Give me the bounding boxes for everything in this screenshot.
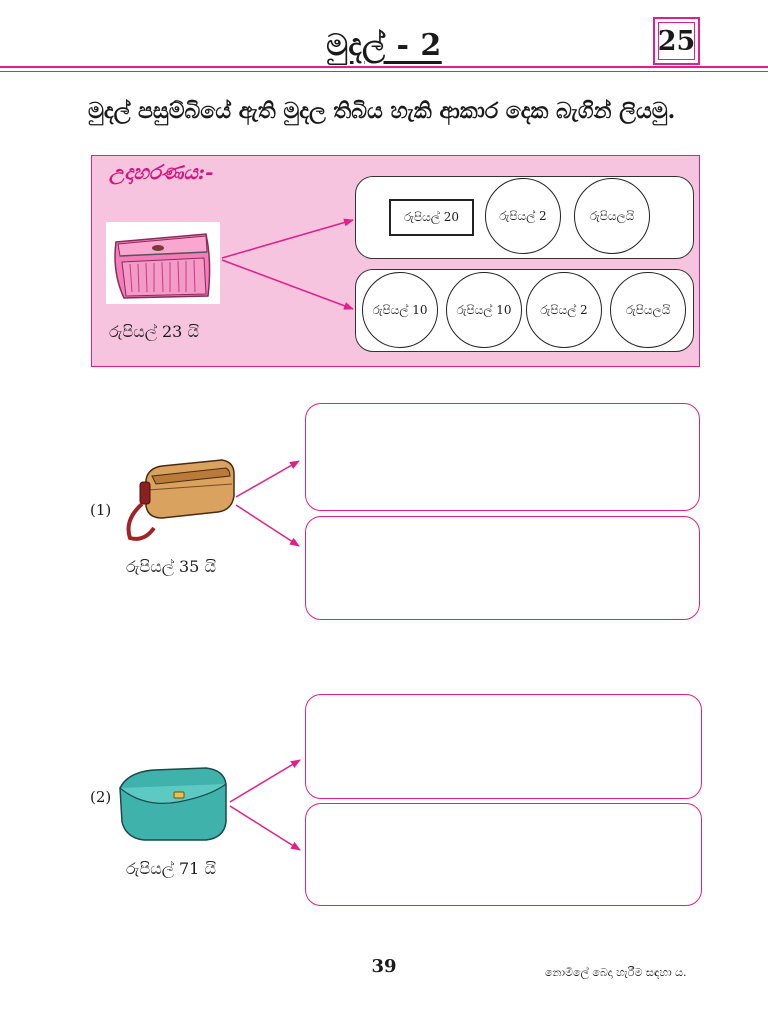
instruction-text: මුදල් පසුම්බියේ ඇති මුදල තිබිය හැකි ආකාර… bbox=[88, 98, 676, 124]
teal-purse-icon bbox=[114, 762, 234, 844]
lesson-number: 25 bbox=[658, 22, 695, 60]
exercise-amount: රුපියල් 71 යි bbox=[126, 859, 216, 878]
page-title: මුදල් - 2 bbox=[326, 28, 442, 63]
answer-box-2a[interactable] bbox=[305, 694, 702, 799]
header-rule bbox=[0, 66, 768, 68]
example-label: උදාහරණය:- bbox=[109, 160, 214, 184]
coin-10: රුපියල් 10 bbox=[362, 272, 438, 348]
exercise-2-arrow-bottom bbox=[229, 805, 301, 851]
exercise-amount: රුපියල් 35 යි bbox=[126, 557, 216, 576]
coin-1: රුපියලයි bbox=[574, 178, 650, 254]
exercise-2-arrow-top bbox=[229, 759, 301, 803]
lesson-number-badge: 25 bbox=[653, 17, 700, 65]
coin-2: රුපියල් 2 bbox=[485, 178, 561, 254]
exercise-1-arrow-top bbox=[235, 460, 300, 498]
brown-purse-icon bbox=[118, 450, 240, 546]
coin-10: රුපියල් 10 bbox=[446, 272, 522, 348]
coin-1: රුපියලයි bbox=[610, 272, 686, 348]
answer-box-1b[interactable] bbox=[305, 516, 700, 620]
page-number: 39 bbox=[371, 956, 397, 977]
exercise-number: (2) bbox=[90, 788, 112, 806]
exercise-number: (1) bbox=[90, 501, 112, 519]
footer-note: නොමිලේ බෙදා හැරීම සඳහා ය. bbox=[545, 966, 687, 979]
header-rule-thin bbox=[0, 71, 768, 72]
pink-purse-icon bbox=[106, 222, 220, 304]
example-amount: රුපියල් 23 යි bbox=[109, 322, 199, 341]
answer-box-1a[interactable] bbox=[305, 403, 700, 511]
coin-2: රුපියල් 2 bbox=[526, 272, 602, 348]
answer-box-2b[interactable] bbox=[305, 803, 702, 906]
exercise-1-arrow-bottom bbox=[235, 504, 300, 547]
note-20: රුපියල් 20 bbox=[389, 199, 474, 236]
